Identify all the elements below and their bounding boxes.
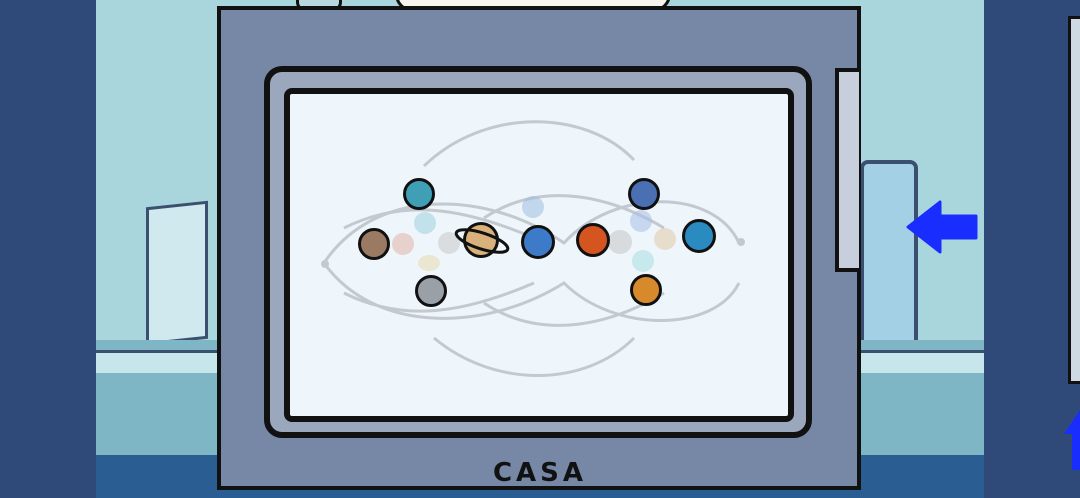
ghost-planet — [522, 196, 544, 218]
ghost-planet — [608, 230, 632, 254]
ghost-planet — [654, 228, 676, 250]
ghost-planet — [418, 255, 440, 271]
orbit-node-left — [321, 260, 329, 268]
wall-window-left — [146, 200, 208, 346]
planet-venus[interactable] — [630, 274, 662, 306]
orbit-node-right — [737, 238, 745, 246]
planet-jupiter[interactable] — [415, 275, 447, 307]
ghost-planet — [414, 212, 436, 234]
right-wall — [984, 0, 1080, 498]
back-arrow-button[interactable] — [904, 196, 982, 258]
planet-uranus[interactable] — [403, 178, 435, 210]
right-side-panel — [1068, 16, 1080, 384]
planet-neptune[interactable] — [521, 225, 555, 259]
planet-pluto[interactable] — [358, 228, 390, 260]
up-arrow-icon[interactable] — [1062, 410, 1080, 470]
ghost-planet — [438, 232, 460, 254]
saturn-ring — [454, 228, 510, 254]
monitor-brand-label: CASA — [492, 458, 588, 488]
wall-window-right — [860, 160, 918, 348]
monitor-side-tab[interactable] — [835, 68, 859, 272]
planet-earth[interactable] — [682, 219, 716, 253]
ghost-planet — [632, 250, 654, 272]
planet-mars[interactable] — [576, 223, 610, 257]
left-wall — [0, 0, 96, 498]
ghost-planet — [392, 233, 414, 255]
planet-neptune-dark[interactable] — [628, 178, 660, 210]
ghost-planet — [630, 210, 652, 232]
